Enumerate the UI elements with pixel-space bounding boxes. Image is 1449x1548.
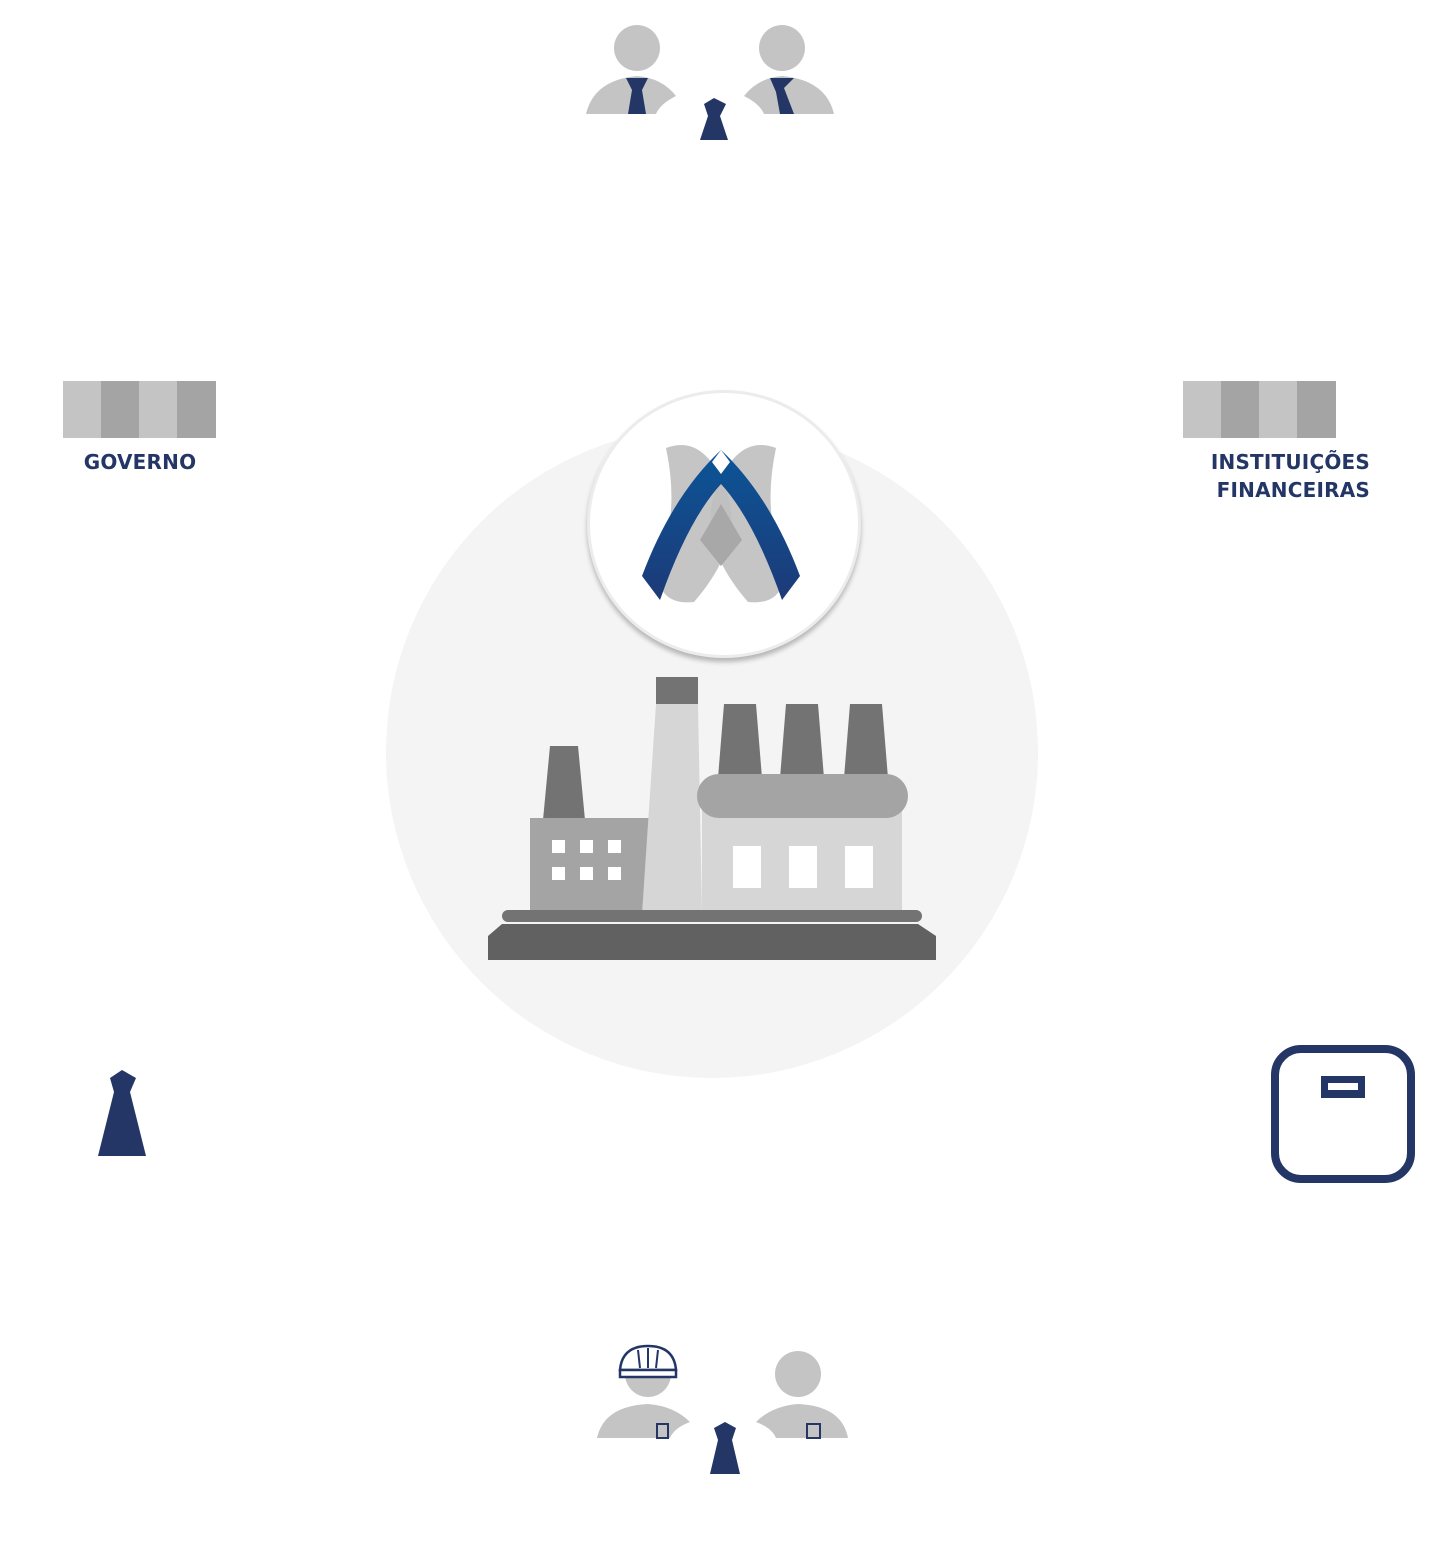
financial-label-line1: INSTITUIÇÕES: [1210, 450, 1370, 474]
tie-icon: [98, 1070, 146, 1156]
financial-label-line2: FINANCEIRAS: [1216, 478, 1370, 502]
workers-icon: [597, 1344, 848, 1474]
government-label: GOVERNO: [83, 450, 197, 474]
bank-building-icon: [1183, 381, 1336, 438]
executives-icon: [586, 25, 834, 140]
company-logo-icon: [642, 444, 800, 603]
government-building-icon: [63, 381, 216, 438]
logo-circle: [587, 390, 861, 658]
briefcase-icon: [1271, 1045, 1415, 1183]
factory-icon: [488, 677, 936, 960]
financial-institutions-label: INSTITUIÇÕES FINANCEIRAS: [1150, 448, 1370, 504]
